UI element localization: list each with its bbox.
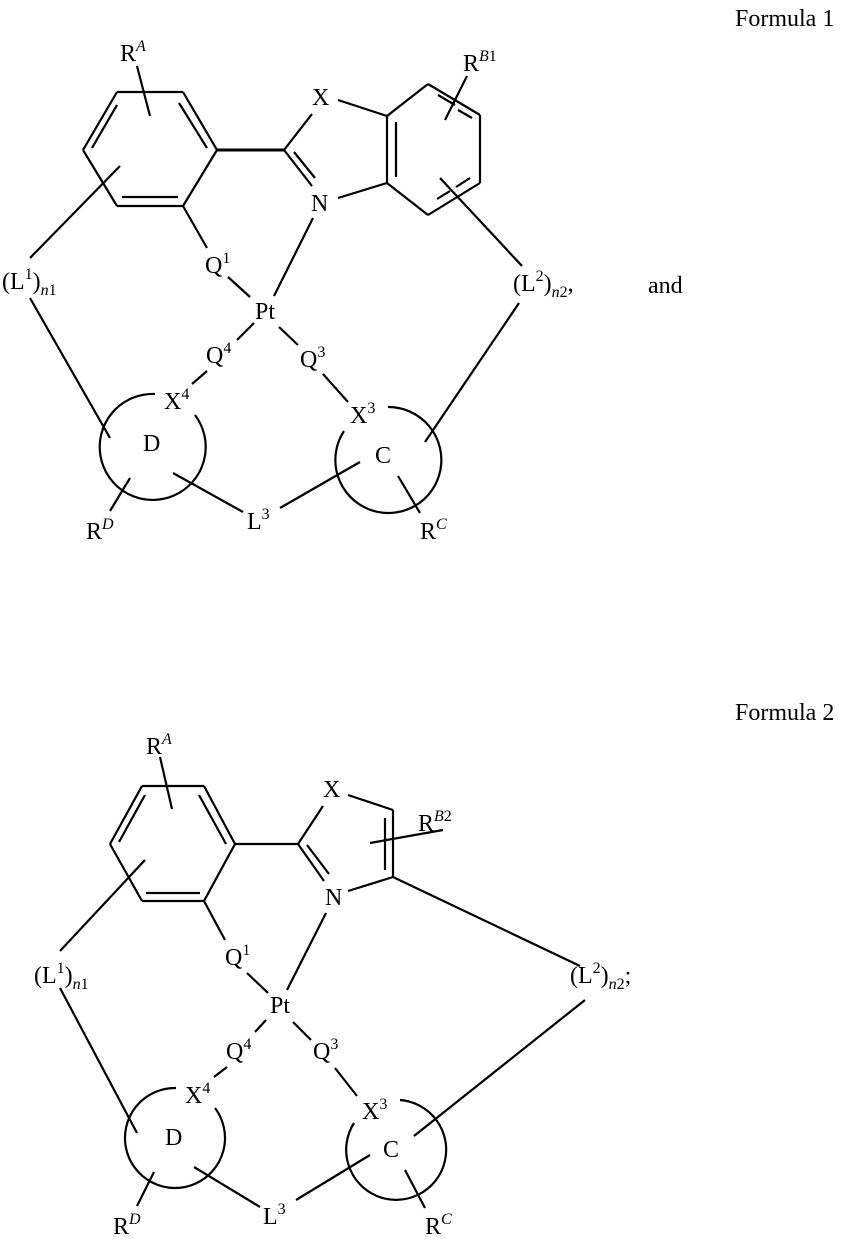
label-q4-f2: Q4 (226, 1036, 252, 1065)
label-l2-f2: (L2)n2; (570, 960, 632, 993)
label-n-f2: N (325, 885, 343, 911)
label-l2-f1: (L2)n2, (513, 268, 574, 301)
label-l1-f2: (L1)n1 (34, 960, 89, 993)
label-x3-f2: X3 (362, 1096, 388, 1125)
label-ring-c-f1: C (375, 443, 392, 469)
label-rb1-f1: RB1 (463, 48, 497, 77)
label-ring-c-f2: C (383, 1137, 400, 1163)
label-rc-f2: RC (425, 1211, 452, 1240)
label-l1-f1: (L1)n1 (2, 266, 57, 299)
label-rd-f1: RD (86, 516, 114, 545)
label-n-f1: N (311, 191, 329, 217)
ring-a-formula-2 (109, 784, 236, 903)
formula-1-title: Formula 1 (735, 6, 835, 32)
label-x4-f1: X4 (164, 386, 190, 415)
label-l3-f1: L3 (247, 506, 270, 535)
label-x3-f1: X3 (350, 400, 376, 429)
label-ring-d-f1: D (143, 431, 161, 457)
formula-1-bonds (29, 65, 523, 515)
label-rc-f1: RC (420, 516, 447, 545)
label-ra-f1: RA (120, 38, 146, 67)
label-l3-f2: L3 (263, 1201, 286, 1230)
ring-a-formula-1 (82, 90, 218, 208)
label-q1-f1: Q1 (205, 250, 231, 279)
formula-2-title: Formula 2 (735, 700, 835, 726)
label-rb2-f2: RB2 (418, 808, 452, 837)
label-ring-d-f2: D (165, 1125, 183, 1151)
label-pt-f2: Pt (270, 993, 291, 1019)
label-ra-f2: RA (146, 731, 172, 760)
label-q3-f2: Q3 (313, 1036, 339, 1065)
label-and: and (648, 273, 683, 299)
label-q3-f1: Q3 (300, 344, 326, 373)
label-x-f1: X (312, 85, 330, 111)
label-rd-f2: RD (113, 1211, 141, 1240)
label-q1-f2: Q1 (225, 942, 251, 971)
label-pt-f1: Pt (255, 299, 276, 325)
label-q4-f1: Q4 (206, 340, 232, 369)
label-x-f2: X (323, 777, 341, 803)
label-x4-f2: X4 (185, 1080, 211, 1109)
